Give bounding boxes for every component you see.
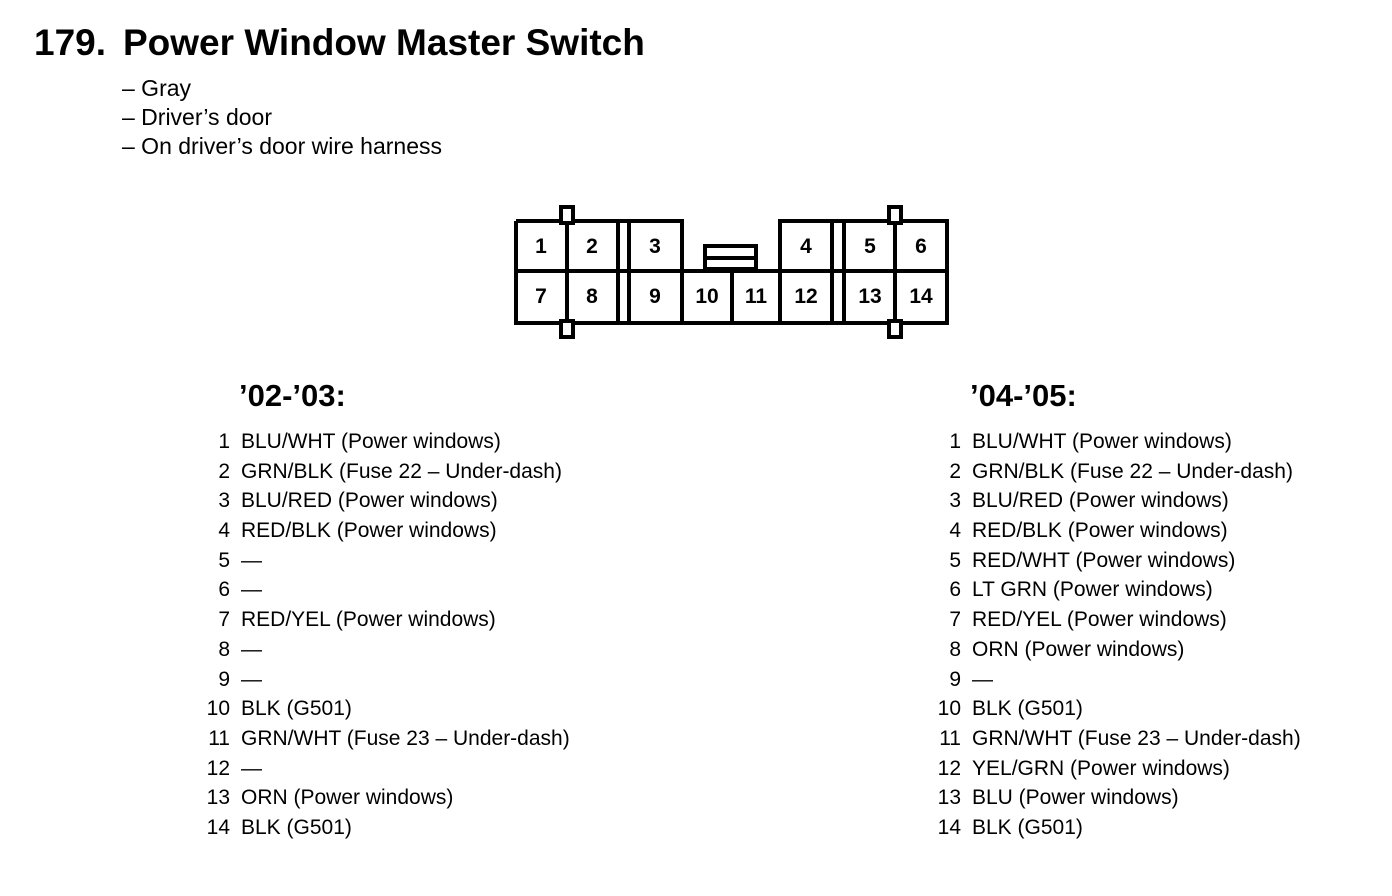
pin-label: 11 [745, 285, 768, 308]
pin-number: 14 [937, 815, 961, 839]
pin-number: 10 [206, 697, 230, 721]
pin-label: 10 [695, 285, 718, 308]
pin-description: YEL/GRN (Power windows) [972, 756, 1230, 780]
pin-description: — [972, 667, 993, 691]
pin-label: 4 [800, 235, 812, 258]
locating-tab-top-right [887, 205, 903, 225]
pin-description: RED/BLK (Power windows) [972, 519, 1228, 543]
pin-label: 3 [649, 235, 661, 258]
pin-description: BLU/WHT (Power windows) [241, 430, 501, 453]
pin-description: — [241, 578, 262, 602]
pin-number: 14 [206, 815, 230, 839]
title-text: Power Window Master Switch [123, 22, 645, 63]
pin-number: 11 [939, 726, 961, 750]
pin-description: — [241, 756, 262, 780]
pin-number: 11 [208, 726, 230, 750]
pin-number: 9 [949, 667, 961, 691]
pin-description: GRN/BLK (Fuse 22 – Under-dash) [972, 459, 1293, 483]
pin-description: — [241, 637, 262, 661]
pin-description: ORN (Power windows) [972, 637, 1185, 661]
section-heading: ’02-’03: [239, 378, 346, 413]
pin-description: BLU/WHT (Power windows) [972, 430, 1232, 453]
pin-number: 12 [206, 756, 230, 780]
subtitle-color: – Gray [122, 75, 192, 101]
locating-tab-bottom-left [559, 319, 575, 339]
pin-label: 6 [915, 235, 927, 258]
pin-number: 3 [949, 489, 961, 513]
pin-label: 1 [535, 235, 547, 258]
pin-number: 4 [949, 519, 961, 543]
pin-number: 8 [218, 637, 230, 661]
pin-label: 7 [535, 285, 547, 308]
pin-number: 12 [937, 756, 961, 780]
pin-description: ORN (Power windows) [241, 786, 454, 810]
pin-description: GRN/WHT (Fuse 23 – Under-dash) [972, 726, 1301, 750]
title-number: 179. [34, 22, 107, 63]
pin-description: BLU (Power windows) [972, 786, 1179, 810]
pin-number: 6 [949, 578, 961, 602]
pin-description: RED/BLK (Power windows) [241, 519, 497, 543]
pin-label: 9 [649, 285, 661, 308]
pin-number: 5 [218, 548, 230, 572]
pin-number: 7 [218, 608, 230, 632]
pin-number: 1 [949, 430, 961, 453]
pin-description: GRN/WHT (Fuse 23 – Under-dash) [241, 726, 570, 750]
pin-description: BLK (G501) [241, 697, 352, 721]
pin-label: 12 [794, 285, 817, 308]
locating-tab-top-left [559, 205, 575, 225]
pin-label: 5 [864, 235, 876, 258]
pin-label: 13 [858, 285, 881, 308]
pin-number: 10 [937, 697, 961, 721]
pin-description: GRN/BLK (Fuse 22 – Under-dash) [241, 459, 562, 483]
pin-number: 5 [949, 548, 961, 572]
pin-label: 8 [586, 285, 598, 308]
pin-description: RED/WHT (Power windows) [972, 548, 1236, 572]
pin-description: — [241, 667, 262, 691]
pin-description: RED/YEL (Power windows) [972, 608, 1227, 632]
pin-number: 8 [949, 637, 961, 661]
pin-number: 9 [218, 667, 230, 691]
connector-diagram: 1 2 3 4 5 6 7 8 9 10 11 12 13 14 [514, 205, 949, 339]
pin-description: RED/YEL (Power windows) [241, 608, 496, 632]
locating-tab-bottom-right [887, 319, 903, 339]
pin-description: BLU/RED (Power windows) [972, 489, 1229, 513]
pin-description: BLK (G501) [241, 815, 352, 839]
section-heading: ’04-’05: [970, 378, 1077, 413]
pin-number: 7 [949, 608, 961, 632]
pin-number: 1 [218, 430, 230, 453]
pin-label: 14 [909, 285, 933, 308]
pin-description: BLU/RED (Power windows) [241, 489, 498, 513]
subtitle-location: – Driver’s door [122, 104, 272, 130]
pin-description: BLK (G501) [972, 815, 1083, 839]
pin-number: 2 [949, 459, 961, 483]
subtitle-harness: – On driver’s door wire harness [122, 133, 443, 159]
pin-description: — [241, 548, 262, 572]
pin-number: 6 [218, 578, 230, 602]
pin-description: BLK (G501) [972, 697, 1083, 721]
pin-number: 4 [218, 519, 230, 543]
pin-label: 2 [586, 235, 598, 258]
pin-description: LT GRN (Power windows) [972, 578, 1213, 602]
pin-number: 3 [218, 489, 230, 513]
subtitle-list: – Gray – Driver’s door – On driver’s doo… [122, 74, 442, 161]
pin-number: 13 [937, 786, 961, 810]
pin-number: 2 [218, 459, 230, 483]
pin-number: 13 [206, 786, 230, 810]
